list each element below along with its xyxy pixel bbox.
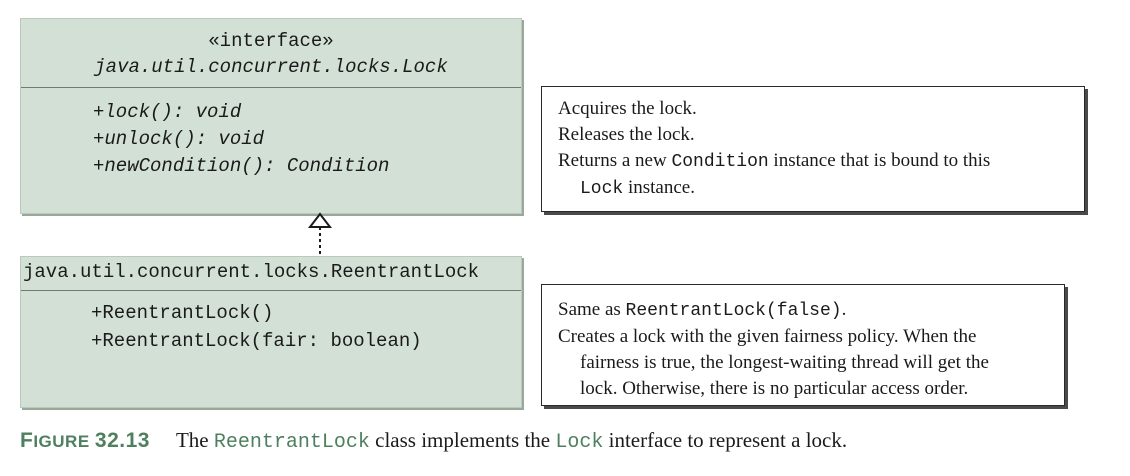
caption-text-post: interface to represent a lock. <box>603 428 848 452</box>
figure-label-first: F <box>20 429 34 452</box>
note-lock: Acquires the lock. <box>558 98 697 119</box>
note-new-condition-cont-post: instance. <box>623 177 695 198</box>
reentrantlock-class-header: java.util.concurrent.locks.ReentrantLock <box>21 257 521 291</box>
reentrantlock-class-box: java.util.concurrent.locks.ReentrantLock… <box>20 256 522 408</box>
caption-text-mid: class implements the <box>369 428 556 452</box>
caption-text-pre: The <box>175 428 214 452</box>
method-new-condition: +newCondition(): Condition <box>93 155 390 177</box>
note-lock-code: Lock <box>580 179 624 199</box>
realization-arrow <box>307 212 333 256</box>
note-fair-constructor: Creates a lock with the given fairness p… <box>558 326 977 347</box>
note-fair-constructor-cont1: fairness is true, the longest-waiting th… <box>580 352 989 373</box>
interface-name: java.util.concurrent.locks.Lock <box>94 56 448 78</box>
figure-label-rest: IGURE <box>33 432 90 451</box>
reentrantlock-methods: +ReentrantLock() +ReentrantLock(fair: bo… <box>21 291 521 355</box>
interface-stereotype: «interface» <box>208 30 334 52</box>
note-unlock: Releases the lock. <box>558 124 695 145</box>
lock-interface-box: «interface» java.util.concurrent.locks.L… <box>20 18 522 214</box>
realization-arrow-head <box>307 212 333 228</box>
caption-code-reentrantlock: ReentrantLock <box>213 431 370 454</box>
figure-label: FIGURE 32.13 <box>20 429 150 452</box>
note-new-condition-cont: Lock instance. <box>542 175 1084 202</box>
method-lock: +lock(): void <box>93 101 242 123</box>
note-default-constructor: Same as ReentrantLock(false). <box>542 297 1064 324</box>
note-new-condition-post: instance that is bound to this <box>768 150 991 171</box>
note-default-pre: Same as <box>558 299 626 320</box>
lock-interface-header: «interface» java.util.concurrent.locks.L… <box>21 19 521 88</box>
caption-code-lock: Lock <box>555 431 604 454</box>
note-new-condition: Returns a new Condition instance that is… <box>542 148 1084 175</box>
note-fair-constructor-cont2: lock. Otherwise, there is no particular … <box>580 378 969 399</box>
lock-interface-methods: +lock(): void +unlock(): void +newCondit… <box>21 88 521 180</box>
class-name: java.util.concurrent.locks.ReentrantLock <box>23 261 480 283</box>
figure-number: 32.13 <box>94 429 150 452</box>
constructor-fair: +ReentrantLock(fair: boolean) <box>91 330 422 352</box>
note-default-code: ReentrantLock(false) <box>625 301 842 321</box>
interface-notes-box: Acquires the lock. Releases the lock. Re… <box>541 86 1085 212</box>
method-unlock: +unlock(): void <box>93 128 265 150</box>
note-new-condition-pre: Returns a new <box>558 150 672 171</box>
class-notes-box: Same as ReentrantLock(false). Creates a … <box>541 284 1065 406</box>
note-condition-code: Condition <box>671 152 769 172</box>
constructor-default: +ReentrantLock() <box>91 302 274 324</box>
note-default-post: . <box>841 299 847 320</box>
figure-caption: FIGURE 32.13 The ReentrantLock class impl… <box>20 428 1120 454</box>
